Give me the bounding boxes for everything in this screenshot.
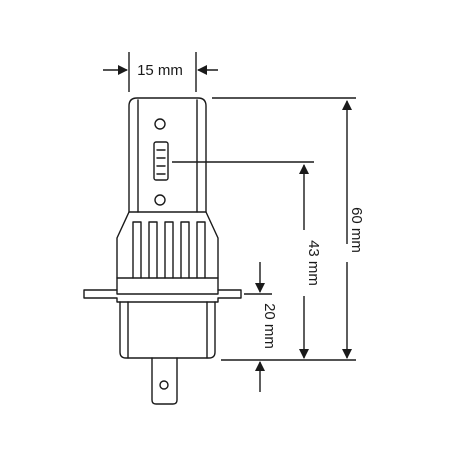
heatsink-fins [132, 221, 206, 279]
led-height-label: 43 mm [305, 240, 322, 286]
base-cylinder [119, 301, 216, 359]
connector-tab [151, 357, 178, 405]
base-height-label: 20 mm [261, 303, 278, 349]
flange [83, 289, 242, 303]
led-chip [153, 141, 169, 181]
mount-hole-top [154, 118, 166, 130]
mount-hole-bottom [154, 194, 166, 206]
width-label: 15 mm [137, 62, 183, 79]
connector-hole [159, 380, 169, 390]
heatsink-shoulder [116, 211, 219, 291]
led-body [128, 97, 207, 213]
total-height-label: 60 mm [348, 207, 365, 253]
